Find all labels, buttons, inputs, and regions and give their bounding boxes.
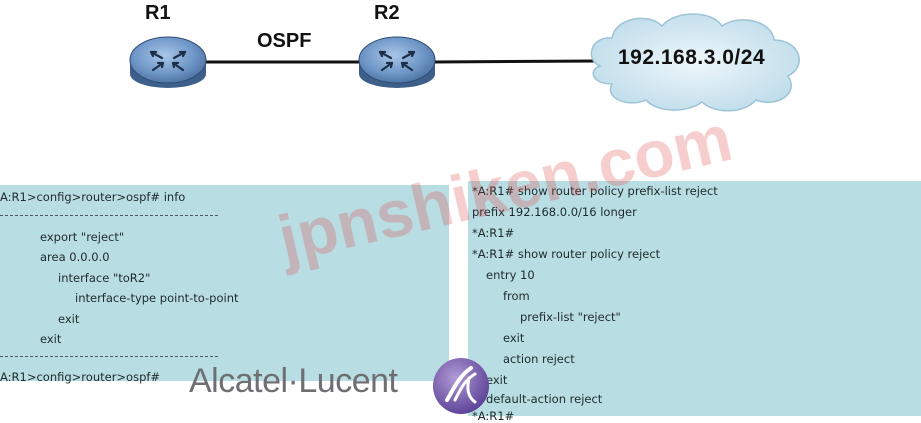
cli-line: prefix-list "reject" xyxy=(520,310,621,324)
cli-line: export "reject" xyxy=(40,230,125,244)
network-label: 192.168.3.0/24 xyxy=(618,46,766,69)
protocol-label: OSPF xyxy=(257,30,312,52)
right-cli-panel: *A:R1# show router policy prefix-list re… xyxy=(468,181,921,423)
router-r2-label: R2 xyxy=(374,2,400,24)
cli-line: *A:R1# show router policy prefix-list re… xyxy=(472,184,718,198)
cli-line: interface-type point-to-point xyxy=(75,291,239,305)
network-cloud-icon xyxy=(590,13,800,112)
cli-line: exit xyxy=(40,332,62,346)
cli-line: from xyxy=(503,289,530,303)
cli-line: exit xyxy=(503,331,525,345)
cli-line: *A:R1# xyxy=(472,226,515,240)
cli-separator xyxy=(0,215,218,216)
vendor-logo: Alcatel·Lucent xyxy=(189,356,509,416)
router-r1-label: R1 xyxy=(145,2,171,24)
cli-line: exit xyxy=(58,312,80,326)
vendor-name: Alcatel·Lucent xyxy=(189,362,398,400)
router-r1-icon xyxy=(129,36,207,88)
cli-line: A:R1>config>router>ospf# info xyxy=(0,190,186,204)
cli-line: entry 10 xyxy=(486,268,535,282)
cli-line: A:R1>config>router>ospf# xyxy=(0,370,161,384)
cli-line: action reject xyxy=(503,352,575,366)
router-r2-icon xyxy=(358,36,436,88)
link-r2-network xyxy=(433,59,599,64)
cli-line: area 0.0.0.0 xyxy=(40,250,110,264)
network-diagram xyxy=(129,13,800,112)
cli-separator xyxy=(0,356,218,357)
cli-line: interface "toR2" xyxy=(58,271,151,285)
cli-line: exit xyxy=(486,373,508,387)
cli-line: prefix 192.168.0.0/16 longer xyxy=(472,205,637,219)
cli-line: default-action reject xyxy=(486,392,603,406)
left-cli-panel: A:R1>config>router>ospf# info export "re… xyxy=(0,185,449,384)
cli-line: *A:R1# show router policy reject xyxy=(472,247,661,261)
alcatel-lucent-logo-icon xyxy=(433,358,489,414)
